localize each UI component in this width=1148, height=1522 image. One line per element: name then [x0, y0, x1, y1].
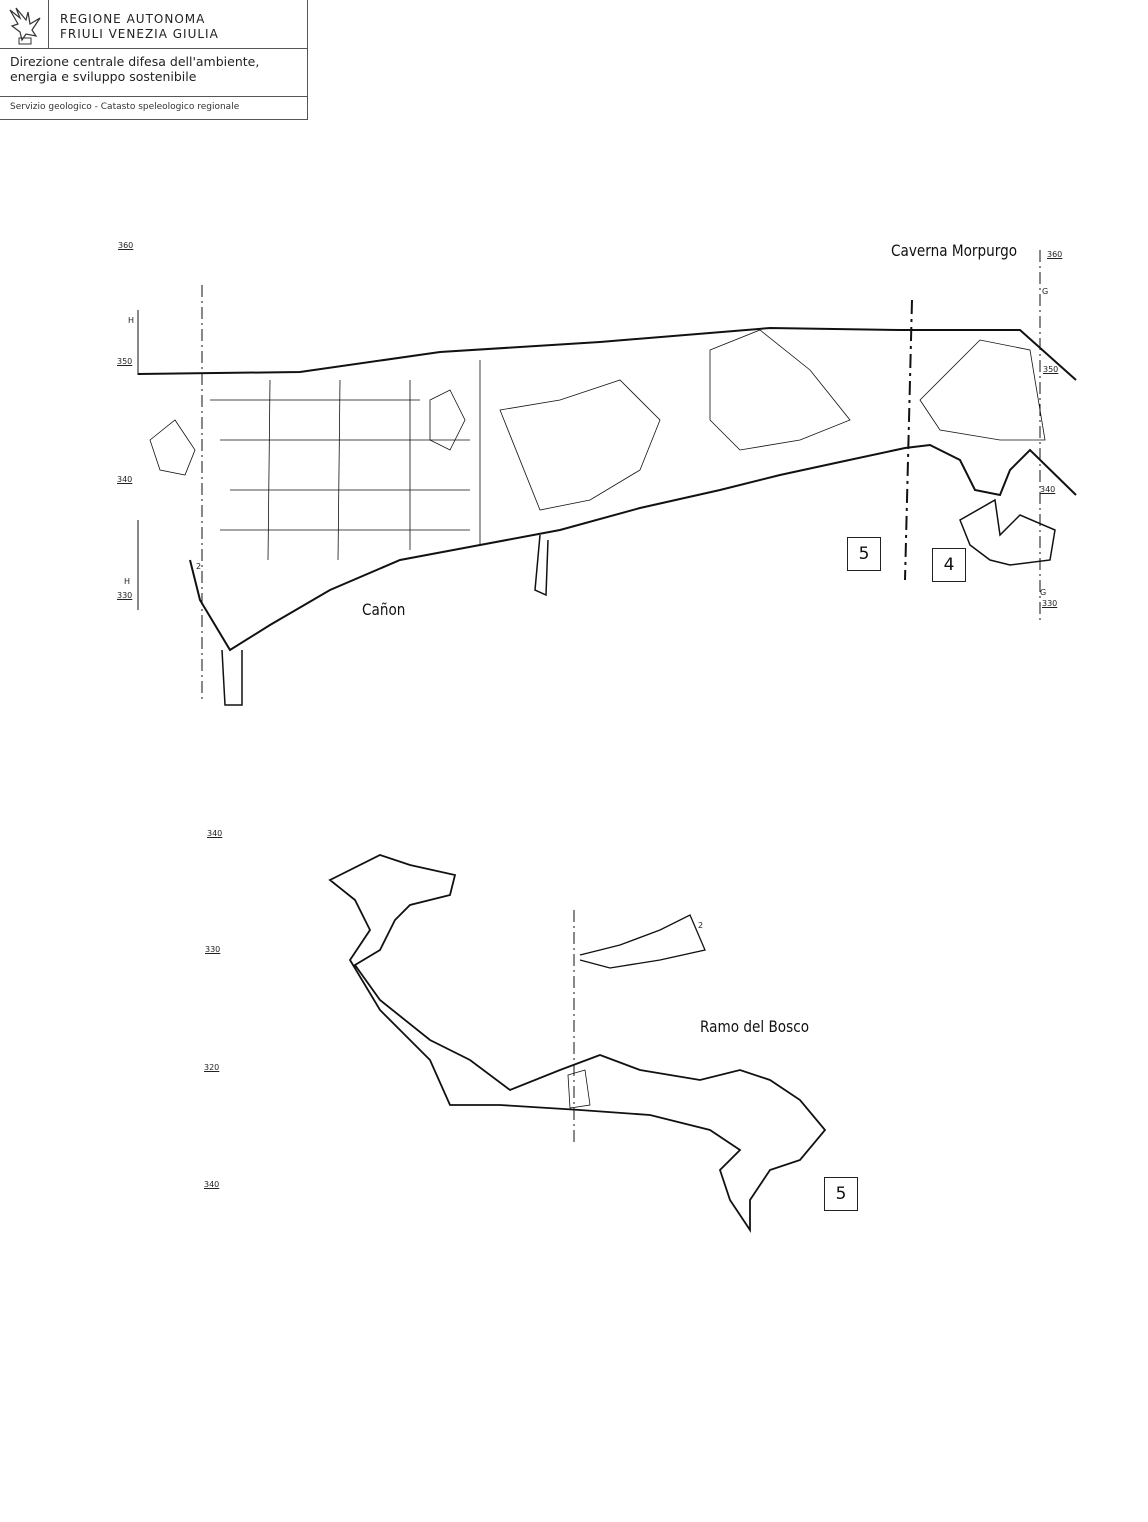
point-label: 2 — [698, 921, 704, 930]
service-name: Servizio geologico - Catasto speleologic… — [10, 102, 240, 112]
ramo-del-bosco-title: Ramo del Bosco — [700, 1017, 810, 1036]
caverna-morpurgo-title: Caverna Morpurgo — [891, 241, 1018, 260]
eagle-icon — [9, 7, 41, 45]
elevation-label: 330 — [1042, 599, 1058, 608]
section-marker-g: G — [1042, 287, 1049, 296]
directorate-line2: energia e sviluppo sostenibile — [10, 69, 197, 84]
elevation-label: 360 — [118, 241, 134, 250]
elevation-label: 340 — [207, 829, 223, 838]
sheet-box-4: 4 — [932, 548, 966, 582]
sheet-box-5: 5 — [824, 1177, 858, 1211]
header-top: REGIONE AUTONOMA FRIULI VENEZIA GIULIA — [0, 0, 307, 49]
sheet-box-5: 5 — [847, 537, 881, 571]
elevation-label: 340 — [117, 475, 133, 484]
header-rule — [0, 96, 307, 97]
section-marker-g: G — [1040, 588, 1047, 597]
canon-label: Cañon — [362, 600, 406, 619]
elevation-label: 330 — [117, 591, 133, 600]
lower-section-profile — [328, 854, 827, 1233]
elevation-label: 340 — [204, 1180, 220, 1189]
directorate: Direzione centrale difesa dell'ambiente,… — [10, 54, 305, 84]
directorate-line1: Direzione centrale difesa dell'ambiente, — [10, 54, 260, 69]
institution-header: REGIONE AUTONOMA FRIULI VENEZIA GIULIA D… — [0, 0, 308, 120]
elevation-label: 330 — [205, 945, 221, 954]
elevation-label: 350 — [1043, 365, 1059, 374]
org-name-line1: REGIONE AUTONOMA — [60, 12, 206, 26]
elevation-label: 340 — [1040, 485, 1056, 494]
elevation-label: 360 — [1047, 250, 1063, 259]
org-name-line2: FRIULI VENEZIA GIULIA — [60, 27, 219, 41]
header-divider — [48, 0, 49, 48]
point-label: 2 — [196, 562, 202, 571]
elevation-label: 350 — [117, 357, 133, 366]
elevation-label: 320 — [204, 1063, 220, 1072]
upper-section-profile — [137, 250, 1077, 706]
section-marker-h: H — [128, 316, 135, 325]
section-marker-h: H — [124, 577, 131, 586]
